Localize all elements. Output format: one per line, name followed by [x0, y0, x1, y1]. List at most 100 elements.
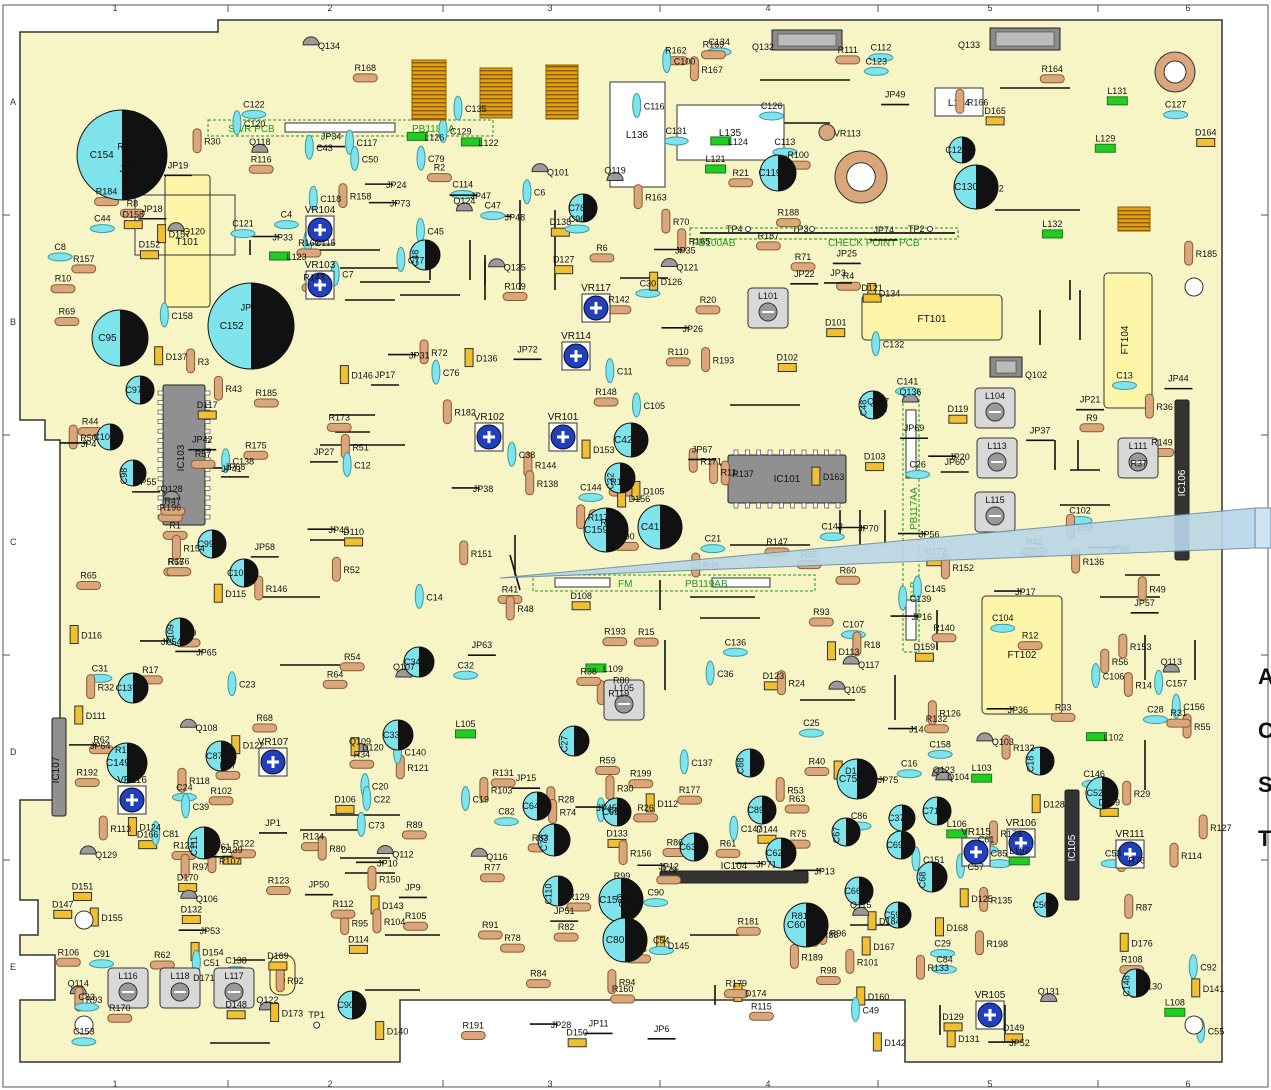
- part-label: R166: [967, 97, 989, 107]
- part-label: Q117: [858, 660, 879, 670]
- part-label: R132: [926, 714, 948, 724]
- part-label: L106: [947, 819, 967, 829]
- part-label: R156: [630, 849, 652, 859]
- part-label: C131: [665, 126, 687, 136]
- part-label: R75: [790, 829, 807, 839]
- part-label: C158: [171, 311, 193, 321]
- diode: [350, 737, 360, 757]
- part-label: C135: [465, 104, 487, 114]
- part-label: R196: [160, 503, 182, 513]
- capacitor: [89, 224, 115, 234]
- part-label: C11: [617, 367, 633, 377]
- resistor: [595, 766, 621, 776]
- ic-pin: [204, 495, 211, 501]
- capacitor: [89, 959, 115, 969]
- part-label: R126: [939, 709, 961, 719]
- part-label: D115: [225, 589, 246, 599]
- resistor: [915, 954, 925, 980]
- part-label: D174: [745, 988, 767, 998]
- diode: [826, 328, 846, 338]
- capacitor-polarity: [352, 991, 366, 1019]
- transistor-label: Q102: [1025, 370, 1047, 380]
- capacitor-polarity: [110, 424, 123, 450]
- diode: [1031, 794, 1041, 814]
- part-label: R198: [986, 939, 1008, 949]
- capacitor: [863, 66, 889, 76]
- capacitor: [705, 660, 715, 686]
- part-label: L131: [1107, 86, 1127, 96]
- electrolytic-capacitor: C48: [858, 390, 888, 420]
- diode: [914, 652, 934, 662]
- inductor: [585, 663, 607, 673]
- coil-label: L113: [987, 441, 1006, 451]
- part-label: Q120: [183, 227, 205, 237]
- diode: [1191, 978, 1201, 998]
- ic-ic105: [1064, 789, 1080, 901]
- transistor: [488, 258, 506, 268]
- diode: [645, 793, 655, 813]
- resistor: [338, 183, 348, 209]
- part-label: C84: [936, 954, 953, 964]
- grid-column-label: 3: [547, 3, 552, 13]
- part-label: R66: [168, 557, 185, 567]
- electrolytic-capacitor: C137: [115, 672, 149, 704]
- part-label: R8: [127, 198, 139, 208]
- grid-column-label: 4: [765, 1079, 770, 1089]
- part-label: R115: [751, 1001, 772, 1011]
- resistor: [1122, 780, 1132, 806]
- ic-pin: [756, 449, 761, 456]
- resistor: [76, 580, 102, 590]
- part-label: R52: [343, 565, 360, 575]
- part-label: JP63: [472, 640, 493, 650]
- capacitor-label: C130: [954, 182, 978, 193]
- part-label: JP33: [273, 232, 294, 242]
- trimmer-label: VR103: [305, 260, 336, 271]
- resistor: [728, 178, 754, 188]
- ic-pin: [157, 390, 164, 396]
- grid-column-label: 1: [112, 3, 117, 13]
- capacitor: [927, 749, 953, 759]
- ic-pin: [813, 502, 818, 509]
- ic-pin: [813, 449, 818, 456]
- part-label: C61: [978, 835, 995, 845]
- test-point-label: TP3: [792, 224, 809, 234]
- wound-coil: [545, 64, 579, 120]
- part-label: L123: [287, 252, 307, 262]
- capacitor-label: C95: [98, 333, 117, 344]
- part-label: C122: [243, 99, 265, 109]
- resistor: [633, 813, 659, 823]
- diode: [270, 1003, 280, 1023]
- resistor: [367, 865, 377, 891]
- part-label: Q123: [933, 765, 955, 775]
- trimmer-slot: [126, 794, 138, 806]
- resistor: [974, 930, 984, 956]
- part-label: C44: [94, 214, 111, 224]
- electrolytic-capacitor: C88: [735, 748, 765, 778]
- part-label: R31: [1170, 708, 1187, 718]
- ic-pin: [745, 449, 750, 456]
- diode: [811, 466, 821, 486]
- part-label: R143: [303, 273, 325, 283]
- module-label: T101: [176, 237, 199, 248]
- pcb-label: PB118AA: [412, 124, 455, 135]
- ic-pin: [767, 449, 773, 456]
- part-label: R1: [169, 520, 181, 530]
- coil-label: L115: [985, 495, 1004, 505]
- diode: [1099, 807, 1119, 817]
- part-label: JP27: [314, 447, 335, 457]
- part-label: C73: [368, 820, 385, 830]
- part-label: R26: [637, 803, 654, 813]
- part-label: D154: [202, 947, 224, 957]
- part-label: JP26: [683, 324, 704, 334]
- part-label: JP34: [321, 132, 342, 142]
- capacitor: [662, 48, 672, 74]
- capacitor: [930, 948, 956, 958]
- part-label: R116: [251, 154, 272, 164]
- capacitor: [230, 229, 256, 239]
- pcb-label: FM: [618, 579, 632, 590]
- capacitor-polarity: [962, 137, 975, 163]
- part-label: R133: [927, 963, 949, 973]
- part-label: D156: [629, 494, 651, 504]
- trimmer-slot: [314, 224, 326, 236]
- inductor: [406, 131, 428, 141]
